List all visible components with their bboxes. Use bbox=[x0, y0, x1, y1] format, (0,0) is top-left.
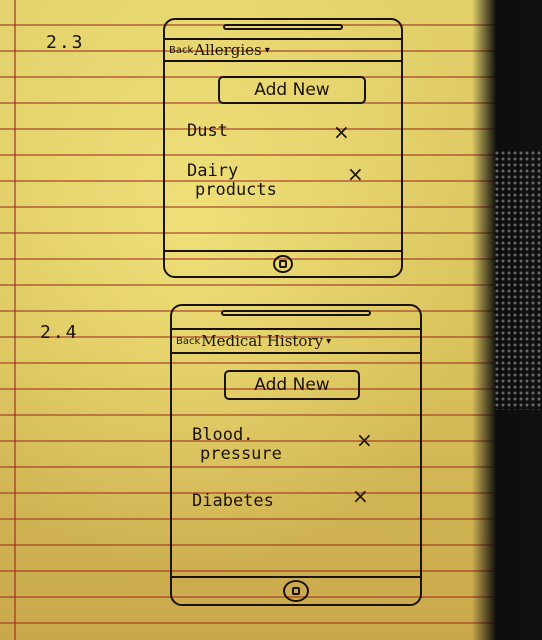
phone-wireframe-medical-history: Back Medical History ▾ Add New Blood. pr… bbox=[170, 304, 422, 606]
back-button[interactable]: Back bbox=[169, 44, 194, 56]
add-new-button[interactable]: Add New bbox=[218, 76, 366, 104]
delete-icon[interactable]: × bbox=[352, 484, 369, 508]
add-new-button[interactable]: Add New bbox=[224, 370, 360, 400]
home-button[interactable] bbox=[273, 255, 293, 273]
home-icon bbox=[279, 260, 287, 268]
bottom-bar bbox=[172, 576, 420, 604]
step-number-2-3: 2.3 bbox=[46, 32, 85, 53]
top-bar: Back Allergies ▾ bbox=[165, 38, 401, 62]
screen-title: Medical History bbox=[201, 332, 324, 350]
screen-title: Allergies bbox=[194, 41, 262, 59]
condition-label: Blood. bbox=[192, 425, 254, 445]
page-edge-shadow bbox=[472, 0, 542, 640]
top-bar: Back Medical History ▾ bbox=[172, 328, 420, 354]
condition-label-line2: pressure bbox=[200, 444, 282, 464]
menu-icon[interactable]: ▾ bbox=[326, 335, 332, 347]
speaker-slot bbox=[221, 310, 371, 316]
step-number-2-4: 2.4 bbox=[40, 322, 79, 343]
list-item: Blood. pressure bbox=[192, 426, 282, 464]
speaker-slot bbox=[223, 24, 343, 30]
bottom-bar bbox=[165, 250, 401, 276]
home-button[interactable] bbox=[283, 580, 309, 602]
list-item: Diabetes bbox=[192, 492, 274, 511]
list-item: Dairy products bbox=[187, 162, 277, 200]
list-item: Dust bbox=[187, 122, 228, 141]
menu-icon[interactable]: ▾ bbox=[264, 44, 270, 56]
allergy-label: Dairy bbox=[187, 161, 239, 181]
allergy-label-line2: products bbox=[195, 180, 277, 200]
delete-icon[interactable]: × bbox=[356, 428, 373, 452]
back-button[interactable]: Back bbox=[176, 335, 201, 347]
delete-icon[interactable]: × bbox=[347, 162, 364, 186]
ruled-lines bbox=[0, 0, 500, 640]
margin-line bbox=[14, 0, 16, 640]
allergy-label: Dust bbox=[187, 121, 228, 141]
phone-wireframe-allergies: Back Allergies ▾ Add New Dust × Dairy pr… bbox=[163, 18, 403, 278]
table-surface bbox=[494, 150, 542, 410]
delete-icon[interactable]: × bbox=[333, 120, 350, 144]
home-icon bbox=[292, 587, 300, 595]
condition-label: Diabetes bbox=[192, 491, 274, 511]
